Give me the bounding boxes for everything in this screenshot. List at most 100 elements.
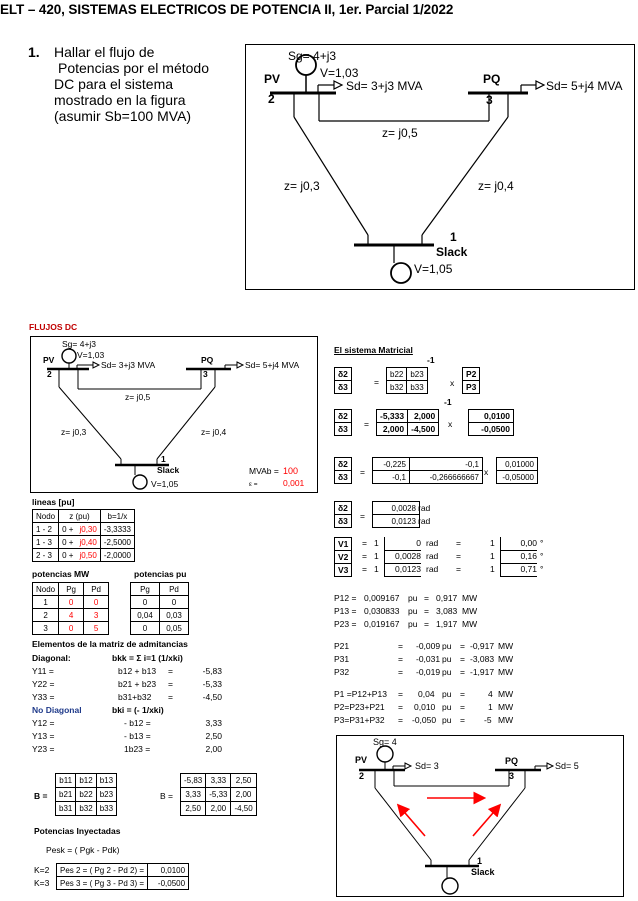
table-row: Pes 3 = ( Pg 3 - Pd 3) =-0,0500 (55, 876, 190, 890)
exam-header: ELT – 420, SISTEMAS ELECTRICOS DE POTENC… (0, 2, 454, 17)
line-1-3 (421, 116, 509, 236)
line-1-2 (293, 116, 369, 236)
p-vector-3: 0,01000-0,05000 (496, 457, 538, 484)
z23-label: z= j0,5 (382, 126, 418, 140)
problem-number: 1. (28, 44, 40, 60)
svg-text:Sg= 4+j3: Sg= 4+j3 (62, 339, 96, 349)
rad-unit: rad (418, 516, 431, 526)
admitancias-title: Elementos de la matriz de admitancias (32, 639, 188, 649)
b-label: B = (34, 791, 48, 801)
svg-text:PV: PV (43, 355, 55, 365)
power-flow-result-diagram: Sg= 4 PV 2 Sd= 3 PQ 3 Sd= 5 1 Slack (336, 735, 624, 897)
potencias-mw-title: potencias MW (32, 569, 90, 579)
flow-arrow-1-3 (472, 803, 502, 837)
pq-label: PQ (483, 72, 500, 86)
lineas-title: lineas [pu] (32, 497, 75, 507)
problem-line: Hallar el flujo de (54, 44, 155, 60)
svg-text:3: 3 (203, 369, 208, 379)
eps-label: ε = (249, 481, 258, 488)
svg-text:Slack: Slack (471, 867, 496, 877)
inyectadas-formula: Pesk = ( Pgk - Pdk) (46, 845, 120, 855)
svg-text:z= j0,4: z= j0,4 (201, 427, 227, 437)
svg-text:V=1,03: V=1,03 (77, 350, 104, 360)
k3-label: K=3 (34, 878, 50, 888)
svg-text:PV: PV (355, 755, 367, 765)
k2-label: K=2 (34, 865, 50, 875)
inyectadas-table: Pes 2 = ( Pg 2 - Pd 2) =0,0100 Pes 3 = (… (55, 863, 190, 890)
inyectadas-title: Potencias Inyectadas (34, 826, 121, 836)
sd2-label: Sd= 3+j3 MVA (346, 79, 423, 93)
svg-text:Slack: Slack (157, 465, 179, 475)
svg-text:1: 1 (477, 856, 482, 866)
problem-line: Potencias por el método (58, 60, 209, 76)
p-numeric-vector: 0,0100-0,0500 (468, 409, 514, 436)
svg-text:PQ: PQ (505, 756, 518, 766)
slack-label: Slack (436, 245, 468, 259)
svg-text:Sd= 5: Sd= 5 (555, 761, 579, 771)
v1-label: V=1,05 (414, 262, 453, 276)
slack-generator-icon (390, 262, 412, 284)
times-sign: x (448, 419, 453, 429)
flow-arrow-1-2 (396, 803, 426, 837)
svg-text:z= j0,5: z= j0,5 (125, 392, 151, 402)
svg-text:V=1,05: V=1,05 (151, 479, 178, 489)
rad-unit: rad (418, 503, 431, 513)
power-system-diagram-small: Sg= 4+j3 V=1,03 PV 2 Sd= 3+j3 MVA PQ 3 S… (30, 336, 318, 493)
times-sign: x (484, 467, 489, 477)
bus2-label: 2 (268, 92, 275, 106)
svg-text:Sd= 3+j3 MVA: Sd= 3+j3 MVA (101, 360, 156, 370)
pv-label: PV (264, 72, 280, 86)
eq-sign: = (374, 377, 379, 387)
svg-text:Sd= 5+j4 MVA: Sd= 5+j4 MVA (245, 360, 300, 370)
svg-text:1: 1 (161, 454, 166, 464)
b-label-2: B = (160, 791, 173, 801)
b-inverse-matrix: -0,225-0,1-0,1-0,266666667 (372, 457, 483, 484)
mvab-label: MVAb = (249, 466, 279, 476)
svg-text:Sd= 3: Sd= 3 (415, 761, 439, 771)
bus1-label: 1 (450, 230, 457, 244)
svg-text:Sg= 4: Sg= 4 (373, 737, 397, 747)
problem-line: (asumir Sb=100 MVA) (54, 108, 192, 124)
inverse-exp: -1 (444, 397, 452, 407)
svg-text:3: 3 (509, 771, 514, 781)
inverse-exp: -1 (427, 355, 435, 365)
sg-label: Sg= 4+j3 (288, 49, 336, 63)
eps-value: 0,001 (283, 478, 305, 488)
svg-text:PQ: PQ (201, 355, 214, 365)
matricial-title: El sistema Matricial (334, 345, 413, 355)
potencias-pu-title: potencias pu (134, 569, 187, 579)
power-system-diagram: Sg= 4+j3 V=1,03 PV 2 Sd= 3+j3 MVA PQ 3 S… (245, 44, 635, 290)
admitancias-block: Diagonal:bkk = Σ i=1 (1/xki) Y11 =b12 + … (32, 653, 222, 754)
svg-text:2: 2 (47, 369, 52, 379)
svg-text:2: 2 (359, 771, 364, 781)
problem-line: DC para el sistema (54, 76, 174, 92)
